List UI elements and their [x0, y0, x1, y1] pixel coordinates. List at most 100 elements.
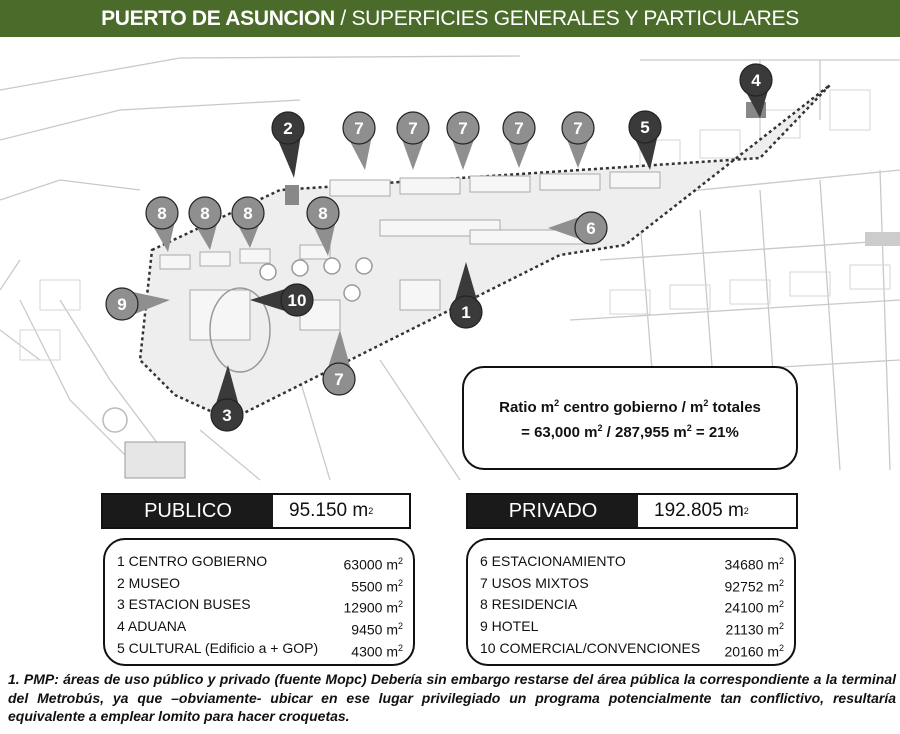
map-pin-label: 5 — [640, 118, 649, 137]
map-pin-head — [396, 111, 430, 145]
map-pin-label: 7 — [408, 119, 417, 138]
map-pin-tail — [566, 136, 590, 168]
map-pin-label: 2 — [283, 119, 292, 138]
roundabout-shape — [102, 407, 128, 433]
ratio-box: Ratio m2 centro gobierno / m2 totales = … — [462, 366, 798, 470]
cultural-dome-shape — [209, 287, 271, 373]
list-item-value: 92752 m2 — [724, 577, 785, 595]
list-item-value: 5500 m2 — [351, 577, 403, 595]
map-pin-label: 4 — [751, 71, 761, 90]
pin-layer: 2 7 7 7 7 7 5 4 8 8 8 8 6 9 10 1 7 3 — [105, 63, 773, 432]
list-item-name: 8 RESIDENCIA — [480, 596, 578, 613]
map-pin-6: 6 — [548, 211, 608, 245]
map-pin-tail — [215, 365, 240, 407]
list-item-value: 12900 m2 — [343, 599, 404, 616]
map-pin-2: 2 — [271, 111, 305, 178]
map-pin-head — [188, 196, 222, 230]
map-pin-head — [322, 362, 356, 396]
map-pin-head — [210, 398, 244, 432]
map-pin-label: 8 — [243, 204, 252, 223]
pier-shape — [865, 232, 900, 246]
map-pin-tail — [454, 262, 478, 304]
map-pin-7: 7 — [502, 111, 536, 168]
list-item-name: 6 ESTACIONAMIENTO — [480, 553, 626, 569]
list-item-value: 20160 m2 — [724, 642, 785, 660]
footnote: 1. PMP: áreas de uso público y privado (… — [8, 671, 896, 724]
plazas — [259, 257, 373, 302]
list-item-name: 3 ESTACION BUSES — [117, 596, 251, 613]
list-item-name: 9 HOTEL — [480, 617, 539, 634]
map-pin-label: 7 — [458, 119, 467, 138]
map-pin-tail — [451, 136, 475, 170]
list-item-name: 4 ADUANA — [117, 617, 187, 634]
list-item: 5 CULTURAL (Edificio a + GOP) 4300 m2 — [117, 639, 403, 661]
map-pin-head — [561, 111, 595, 145]
map-pin-label: 3 — [222, 406, 231, 425]
map-pin-7: 7 — [342, 111, 376, 170]
map-pin-label: 8 — [318, 204, 327, 223]
map-pin-10: 10 — [250, 283, 314, 317]
map-pin-head — [231, 196, 265, 230]
ratio-line-2: = 63,000 m2 / 287,955 m2 = 21% — [521, 423, 739, 441]
list-item: 3 ESTACION BUSES 12900 m2 — [117, 595, 403, 617]
map-pin-head — [105, 287, 139, 321]
map-pin-head — [271, 111, 305, 145]
title-bold: PUERTO DE ASUNCION — [101, 7, 335, 30]
map-pin-head — [574, 211, 608, 245]
list-item-name: 1 CENTRO GOBIERNO — [117, 553, 268, 569]
map-pin-9: 9 — [105, 287, 170, 321]
map-pin-1: 1 — [449, 262, 483, 329]
map-pin-4: 4 — [739, 63, 773, 118]
map-pin-head — [628, 110, 662, 144]
map-pin-head — [446, 111, 480, 145]
list-item: 8 RESIDENCIA 24100 m2 — [480, 595, 784, 617]
map-pin-head — [145, 196, 179, 230]
map-pin-head — [739, 63, 773, 97]
map-pin-label: 9 — [117, 295, 126, 314]
map-pin-tail — [634, 134, 658, 170]
map-pin-tail — [401, 136, 425, 170]
list-item: 10 COMERCIAL/CONVENCIONES 20160 m2 — [480, 639, 784, 661]
museum-block — [285, 185, 299, 205]
list-item: 2 MUSEO 5500 m2 — [117, 574, 403, 596]
site-buildings — [159, 171, 661, 341]
title-rest: / SUPERFICIES GENERALES Y PARTICULARES — [334, 7, 799, 30]
bus-terminal-block — [124, 441, 186, 479]
map-pin-label: 8 — [157, 204, 166, 223]
map-pin-label: 7 — [334, 370, 343, 389]
map-pin-label: 7 — [354, 119, 363, 138]
privado-label: PRIVADO — [468, 495, 638, 527]
map-pin-7: 7 — [322, 330, 356, 396]
map-pin-label: 7 — [573, 119, 582, 138]
map-pin-head — [280, 283, 314, 317]
map-pin-7: 7 — [396, 111, 430, 170]
map-pin-5: 5 — [628, 110, 662, 170]
port-site-plan: 2 7 7 7 7 7 5 4 8 8 8 8 6 9 10 1 7 3 — [0, 55, 900, 481]
map-pin-tail — [548, 216, 583, 240]
site-boundary — [138, 84, 831, 422]
map-pin-tail — [129, 291, 170, 316]
list-item-value: 4300 m2 — [351, 642, 403, 660]
list-item-name: 10 COMERCIAL/CONVENCIONES — [480, 639, 701, 656]
list-item-name: 7 USOS MIXTOS — [480, 574, 589, 591]
list-item-value: 24100 m2 — [724, 599, 785, 616]
map-pin-label: 8 — [200, 204, 209, 223]
list-item-name: 5 CULTURAL (Edificio a + GOP) — [117, 639, 319, 656]
map-pin-8: 8 — [188, 196, 222, 250]
list-item-name: 2 MUSEO — [117, 574, 181, 591]
map-pin-label: 10 — [288, 291, 307, 310]
map-pin-8: 8 — [306, 196, 340, 256]
map-pin-tail — [312, 220, 336, 256]
map-pin-label: 6 — [586, 219, 595, 238]
map-pin-8: 8 — [145, 196, 179, 252]
ratio-line-1: Ratio m2 centro gobierno / m2 totales — [499, 398, 761, 416]
map-pin-tail — [250, 288, 289, 312]
